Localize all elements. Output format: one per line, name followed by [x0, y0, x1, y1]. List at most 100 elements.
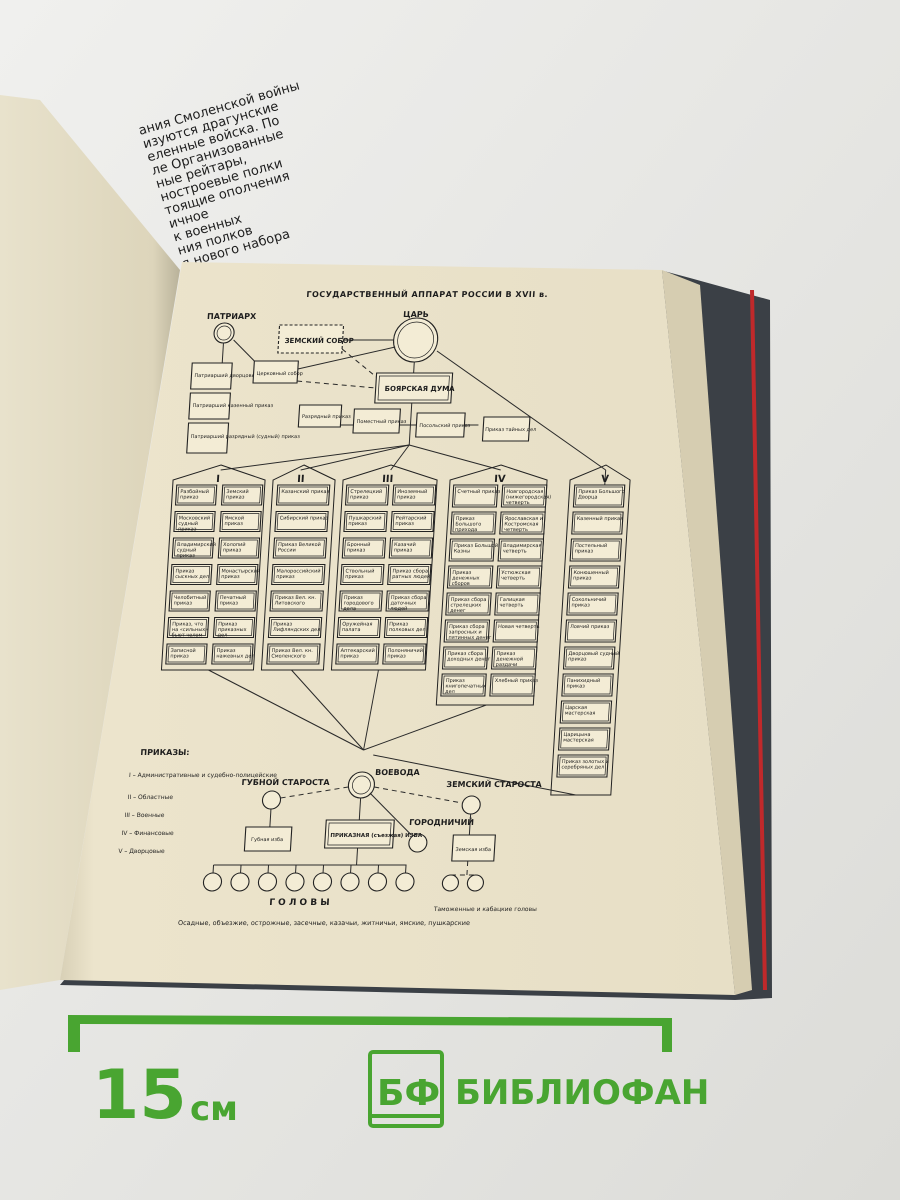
prikaz-label: Царскаямастерская	[565, 705, 596, 717]
prikaz-label: Приказ сборазапросных ипятинных денег	[448, 624, 492, 641]
prikaz-label: Царицынамастерская	[563, 732, 594, 744]
prikaz-label: Приказ Вел. кн.Литовского	[274, 595, 316, 607]
prikaz-box	[217, 537, 261, 559]
prikaz-box	[338, 590, 383, 612]
prikaz-box	[390, 510, 435, 533]
prikaz-label: ПриказЛифляндских дел	[273, 622, 321, 634]
prikaz-label: Дворцовый судныйприказ	[568, 650, 620, 663]
legend: ПРИКАЗЫ: I – Административные и судебно-…	[118, 748, 278, 855]
golova-node	[367, 872, 388, 892]
prikaz-label: Приказ БольшогоДворца	[578, 489, 625, 501]
prikaz-box	[165, 643, 208, 665]
numeral-I: I	[216, 474, 220, 485]
prikaz-label: Казенный приказ	[577, 515, 624, 522]
prikaz-box	[500, 484, 548, 508]
prikaz-box	[166, 616, 210, 639]
prikaz-label: Пушкарскийприказ	[348, 515, 382, 528]
prikaz-label: Приказ Вел. кн.Смоленского	[271, 648, 313, 660]
prikaz-label: Сокольничийприказ	[571, 596, 606, 609]
prikaz-box	[495, 565, 543, 589]
prikaz-box	[211, 643, 254, 665]
legend-1: I – Административные и судебно-полицейск…	[129, 772, 278, 779]
prikaz-box	[572, 484, 626, 508]
prikaz-box	[382, 643, 427, 665]
gubnoy-starosta-node	[261, 790, 282, 810]
prikaz-label: Приказприказныхдел	[217, 622, 247, 639]
prikaz-box	[388, 537, 434, 559]
prikaz-box	[556, 754, 609, 778]
prikaz-box	[443, 619, 491, 643]
prikaz-box	[173, 510, 216, 533]
voevoda-label: ВОЕВОДА	[375, 768, 421, 777]
posolsky-prikaz: Посольский приказ	[419, 422, 471, 429]
razryadny-prikaz: Разрядный приказ	[302, 413, 352, 420]
prikaz-box	[219, 510, 262, 533]
prikaz-box	[272, 537, 328, 559]
patriarch-label: ПАТРИАРХ	[207, 312, 257, 321]
prikaz-label: Конюшенныйприказ	[573, 569, 609, 582]
prikaz-box	[269, 590, 324, 612]
golovy-label: Г О Л О В Ы	[269, 898, 330, 908]
prikaz-label: Ловчий приказ	[570, 623, 610, 630]
prikaz-label: Приказнажевных дел	[216, 648, 255, 660]
prikaz-label: Иноземныйприказ	[397, 488, 428, 501]
prikaz-box	[274, 510, 329, 533]
legend-2: II – Областные	[127, 794, 173, 801]
top-prikazy: Разрядный приказ Поместный приказ Посоль…	[297, 403, 537, 445]
page-title: ГОСУДАРСТВЕННЫЙ АППАРАТ РОССИИ В XVII в.	[306, 288, 548, 299]
customs-label: Таможенные и кабацкие головы	[433, 906, 538, 913]
prikaz-label: ПриказБольшогоприхода	[455, 516, 482, 533]
prikaz-label: Печатныйприказ	[219, 594, 246, 607]
golova-node	[257, 872, 278, 892]
prikaz-box	[271, 563, 326, 586]
prikaz-box	[440, 673, 487, 697]
prikaz-box	[490, 646, 538, 670]
prikaz-box	[266, 643, 321, 665]
prikaz-box	[571, 511, 624, 535]
prikaz-label: Ямскойприказ	[224, 515, 244, 528]
prikaz-box	[567, 565, 621, 589]
prikaz-box	[499, 511, 546, 535]
prikaz-box	[450, 511, 497, 535]
prikaz-label: Казачийприказ	[394, 541, 417, 554]
prikaz-box	[561, 673, 614, 697]
patriarch-prikaz-1: Патриарший дворцовый приказ	[194, 372, 279, 379]
left-page	[0, 95, 180, 990]
golova-node	[285, 872, 305, 892]
prikaz-label: Приказ золотых исеребряных дел	[561, 759, 609, 771]
gorodnichiy-node	[408, 833, 428, 853]
prikaz-box	[340, 563, 385, 586]
zemskaya-izba-box	[451, 834, 496, 862]
legend-3: III – Военные	[124, 812, 165, 819]
prikaz-label: Счетный приказ	[457, 488, 501, 495]
prikaz-box	[275, 484, 331, 506]
golova-node	[340, 872, 360, 892]
zemsky-sobor-box	[277, 324, 345, 354]
prikaz-box	[569, 538, 623, 562]
prikaz-box	[171, 537, 215, 559]
prikaz-label: Владимирскаячетверть	[503, 543, 542, 555]
prikaz-box	[216, 563, 259, 586]
gorodnichiy-label: ГОРОДНИЧИЙ	[409, 816, 475, 827]
prikaz-box	[267, 616, 323, 639]
prikaz-label: Приказкнигопечатныхдел	[445, 678, 487, 695]
prikaz-label: Разбойныйприказ	[180, 488, 209, 501]
patriarch-prikaz-2: Патриарший казенный приказ	[192, 402, 273, 409]
logo-letters: БФ	[377, 1073, 440, 1114]
prikaz-label: Оружейнаяпалата	[342, 621, 373, 634]
zemskaya-izba-label: Земская изба	[455, 847, 491, 853]
state-apparatus-diagram: ГОСУДАРСТВЕННЫЙ АППАРАТ РОССИИ В XVII в.…	[118, 288, 631, 927]
prikaz-label: Приказденежнойраздачи	[496, 651, 524, 668]
prikaz-label: Монастырскийприказ	[221, 568, 260, 581]
prikaz-label: Владимирскийсудныйприказ	[176, 541, 216, 559]
gubnaya-izba-label: Губная изба	[251, 837, 283, 843]
prikaz-label: Рейтарскийприказ	[395, 515, 427, 528]
group-II-frame	[260, 464, 336, 671]
prikaz-label: Приказполковых дел	[389, 622, 426, 634]
prikaz-label: Новгородская(нижегородская)четверть	[505, 489, 551, 506]
church-sobor-box	[252, 360, 299, 384]
prikaz-box	[170, 563, 213, 586]
legend-4: IV – Финансовые	[121, 830, 174, 837]
gubnaya-izba-box	[243, 826, 293, 852]
